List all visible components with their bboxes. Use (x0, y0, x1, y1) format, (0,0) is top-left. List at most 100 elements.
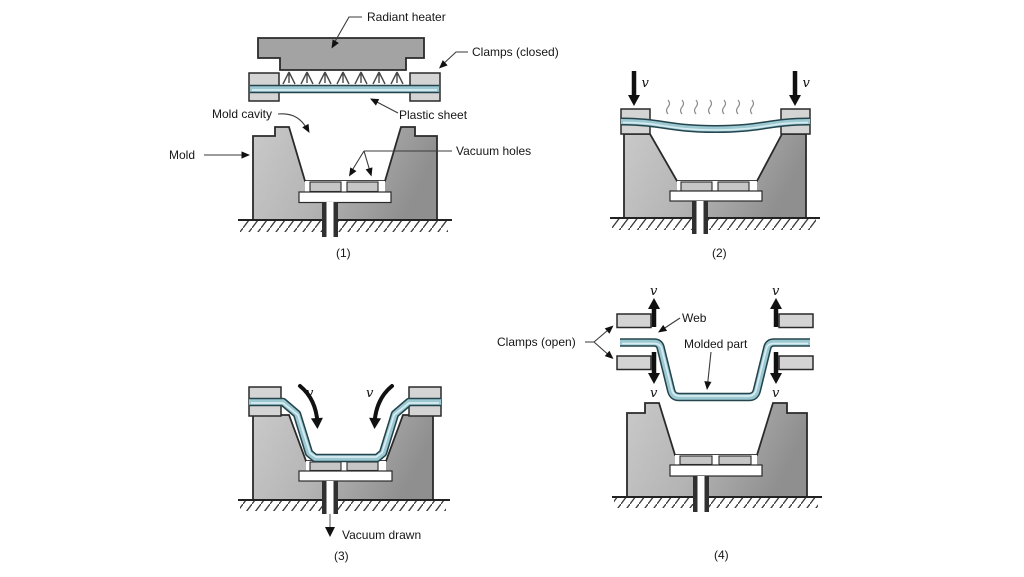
vacuum-slot-bar (309, 461, 342, 472)
ground-hatch (614, 498, 818, 508)
mold-body (626, 402, 808, 498)
leader-molded-part (706, 351, 712, 386)
label-web: Web (658, 311, 707, 333)
svg-text:Clamps (open): Clamps (open) (497, 335, 576, 349)
svg-text:Radiant heater: Radiant heater (367, 10, 446, 24)
molded-part (620, 338, 810, 402)
velocity-arrow-right: v (366, 384, 394, 429)
velocity-label: v (772, 386, 780, 401)
velocity-arrow-left: v (298, 384, 323, 429)
vacuum-slot-row (305, 181, 385, 192)
vacuum-slot-bar (680, 181, 713, 192)
vacuum-slot-bar (679, 455, 713, 466)
heat-rays (282, 71, 404, 85)
stage-number: (2) (712, 246, 727, 260)
arrowhead (325, 527, 335, 537)
stage-3: v v Vacuum drawn (3) (238, 384, 450, 563)
stage-number: (3) (334, 549, 349, 563)
vacuum-slot-bar (717, 181, 750, 192)
vacuum-tube (693, 476, 709, 512)
clamp-upper-right (778, 313, 814, 329)
vacuum-slot-row (306, 461, 386, 471)
arrowhead (604, 325, 614, 334)
leader-clamps-closed (440, 51, 468, 67)
svg-text:Vacuum holes: Vacuum holes (456, 144, 531, 158)
stage-number: (1) (336, 246, 351, 260)
ground-hatch (612, 219, 816, 230)
label-clamps-open: Clamps (open) (497, 325, 614, 359)
vacuum-slot-bar (309, 181, 342, 193)
ground-hatch (240, 501, 446, 511)
arrowhead (770, 373, 782, 384)
label-vacuum-holes: Vacuum holes (349, 144, 531, 177)
stage-2: v v (2) (610, 71, 820, 260)
vacuum-slot-bar (718, 455, 752, 466)
label-molded-part: Molded part (684, 337, 748, 390)
arrowhead (628, 95, 640, 106)
svg-text:Plastic sheet: Plastic sheet (399, 108, 468, 122)
arrowhead (310, 417, 323, 429)
velocity-label: v (803, 76, 811, 91)
heat-waves (665, 99, 755, 115)
label-mold-cavity: Mold cavity (212, 107, 310, 133)
arrowhead (789, 95, 801, 106)
velocity-arrow-up-left: v (648, 284, 660, 327)
label-plastic-sheet: Plastic sheet (370, 98, 468, 122)
stage-number: (4) (714, 548, 729, 562)
arrowhead (770, 298, 782, 309)
svg-text:Molded part: Molded part (684, 337, 748, 351)
plastic-sheet (249, 397, 441, 463)
arrowhead (241, 151, 250, 159)
leader-clamps-open (585, 327, 612, 358)
vacuum-drawn-arrow: Vacuum drawn (325, 514, 421, 542)
vacuum-slot-bar (346, 181, 379, 193)
velocity-arrow-down-right: v (770, 352, 782, 401)
mold-body (252, 126, 438, 221)
label-vacuum-drawn: Vacuum drawn (342, 528, 421, 542)
label-mold: Mold (169, 148, 250, 162)
arrowhead (331, 39, 339, 49)
svg-text:Clamps (closed): Clamps (closed) (472, 45, 559, 59)
leader-radiant-heater (332, 16, 362, 46)
velocity-arrow-right: v (789, 71, 811, 106)
arrowhead (648, 298, 660, 309)
arrowhead (369, 417, 382, 429)
stage-4: v v v v Clamps (open) Web (497, 284, 822, 562)
svg-text:Mold cavity: Mold cavity (212, 107, 272, 121)
arrowhead (704, 381, 712, 390)
velocity-label: v (366, 386, 374, 401)
vacuum-slot-row (675, 455, 757, 465)
arrowhead (365, 167, 373, 177)
vacuum-tube (322, 202, 338, 237)
label-radiant-heater: Radiant heater (331, 10, 446, 49)
vacuum-slot-bar (346, 461, 379, 472)
velocity-label: v (306, 386, 314, 401)
clamp-lower-right (778, 355, 814, 371)
velocity-label: v (642, 76, 650, 91)
arrowhead (439, 60, 448, 69)
velocity-arrow-up-right: v (770, 284, 782, 327)
plastic-sheet (250, 84, 439, 94)
arrowhead (370, 98, 380, 106)
radiant-heater-block (257, 37, 425, 71)
velocity-arrow-left: v (628, 71, 650, 106)
velocity-label: v (650, 284, 658, 299)
plenum-chamber (669, 464, 763, 477)
mold-body (623, 133, 807, 219)
velocity-label: v (772, 284, 780, 299)
vacuum-tube (692, 201, 708, 234)
plenum-chamber (298, 191, 392, 204)
vacuum-slot-row (677, 181, 757, 191)
clamp-lower-left (616, 355, 652, 371)
arrowhead (302, 123, 310, 133)
svg-text:Web: Web (682, 311, 707, 325)
arrowhead (349, 167, 357, 177)
arrowhead (658, 324, 668, 333)
plenum-chamber (669, 190, 763, 202)
velocity-label: v (650, 386, 658, 401)
plenum-chamber (298, 470, 393, 482)
plastic-sheet (620, 117, 811, 133)
ground-hatch (240, 221, 448, 232)
